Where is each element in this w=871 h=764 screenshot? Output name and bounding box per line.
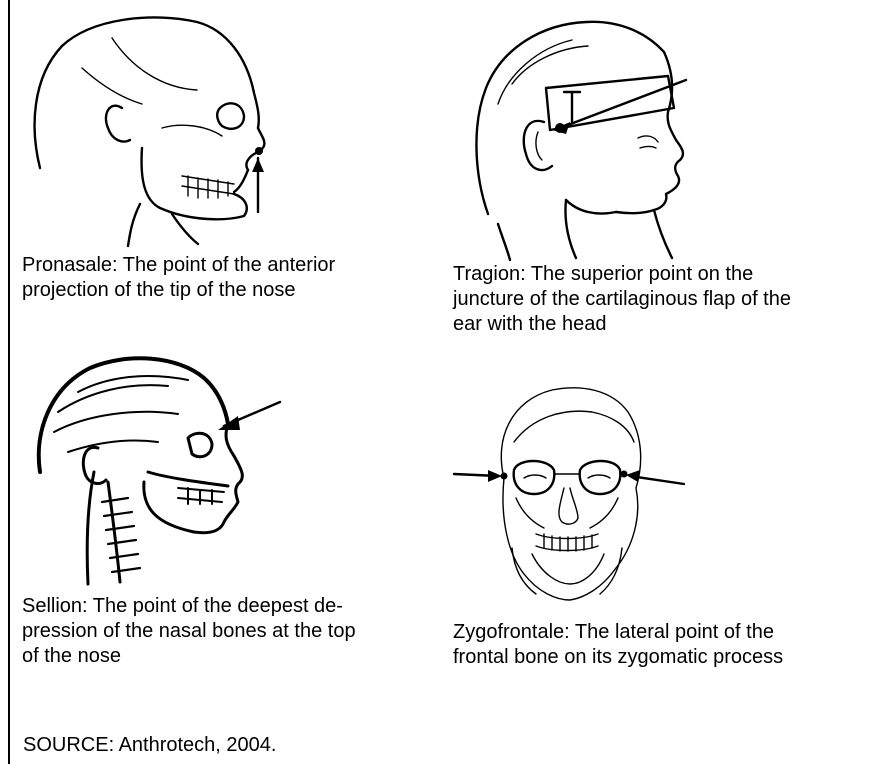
caption-line: Sellion: The point of the deepest de- [22,595,343,617]
caption-line: projection of the tip of the nose [22,279,296,301]
pronasale-skull-illustration [22,8,282,248]
caption-line: Tragion: The superior point on the [453,263,753,285]
source-note: SOURCE: Anthrotech, 2004. [23,733,276,758]
caption-line: of the nose [22,645,121,667]
sellion-caption: Sellion: The point of the deepest de- pr… [22,594,356,669]
tragion-head-illustration [468,14,708,262]
caption-line: pression of the nasal bones at the top [22,620,356,642]
sellion-skull-illustration [28,352,284,588]
page-margin-rule [8,0,10,764]
caption-line: juncture of the cartilaginous flap of th… [453,288,791,310]
pronasale-figure [22,8,282,248]
zygofrontale-figure [452,378,688,614]
caption-line: ear with the head [453,313,606,335]
tragion-figure [468,14,708,262]
tragion-caption: Tragion: The superior point on the junct… [453,262,791,337]
caption-line: Pronasale: The point of the anterior [22,254,335,276]
sellion-figure [28,352,284,588]
pronasale-caption: Pronasale: The point of the anterior pro… [22,253,335,303]
caption-line: Zygofrontale: The lateral point of the [453,621,774,643]
zygofrontale-caption: Zygofrontale: The lateral point of the f… [453,620,783,670]
zygofrontale-skull-illustration [452,378,688,614]
caption-line: frontal bone on its zygomatic process [453,646,783,668]
